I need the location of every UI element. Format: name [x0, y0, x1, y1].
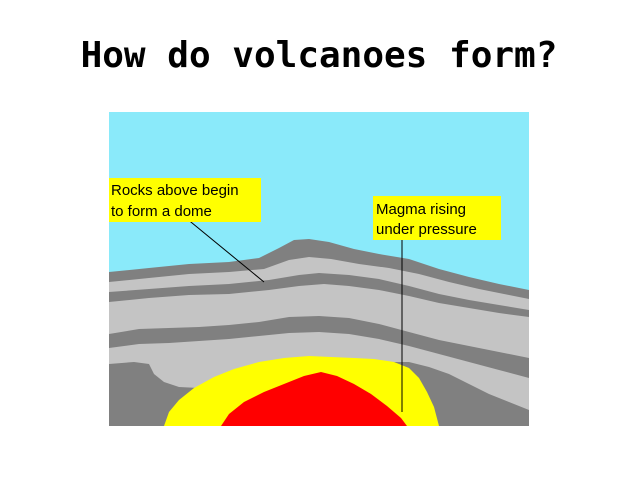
callout-leader-line-dome: [185, 217, 265, 283]
callout-box-magma: [373, 196, 501, 240]
callout-magma-line-1: Magma rising: [376, 201, 466, 218]
magma-core: [221, 372, 407, 426]
volcano-cross-section-diagram: Rocks above begin to form a dome Magma r…: [109, 112, 529, 426]
callout-dome-line-1: Rocks above begin: [111, 182, 239, 199]
diagram-canvas: Rocks above begin to form a dome Magma r…: [109, 112, 529, 426]
callout-dome: Rocks above begin to form a dome: [109, 178, 261, 222]
slide-title: How do volcanoes form?: [80, 35, 558, 76]
callout-magma-line-2: under pressure: [376, 221, 477, 238]
callout-magma: Magma rising under pressure: [373, 196, 501, 240]
callout-box-dome: [109, 178, 261, 222]
callout-dome-line-2: to form a dome: [111, 203, 212, 220]
